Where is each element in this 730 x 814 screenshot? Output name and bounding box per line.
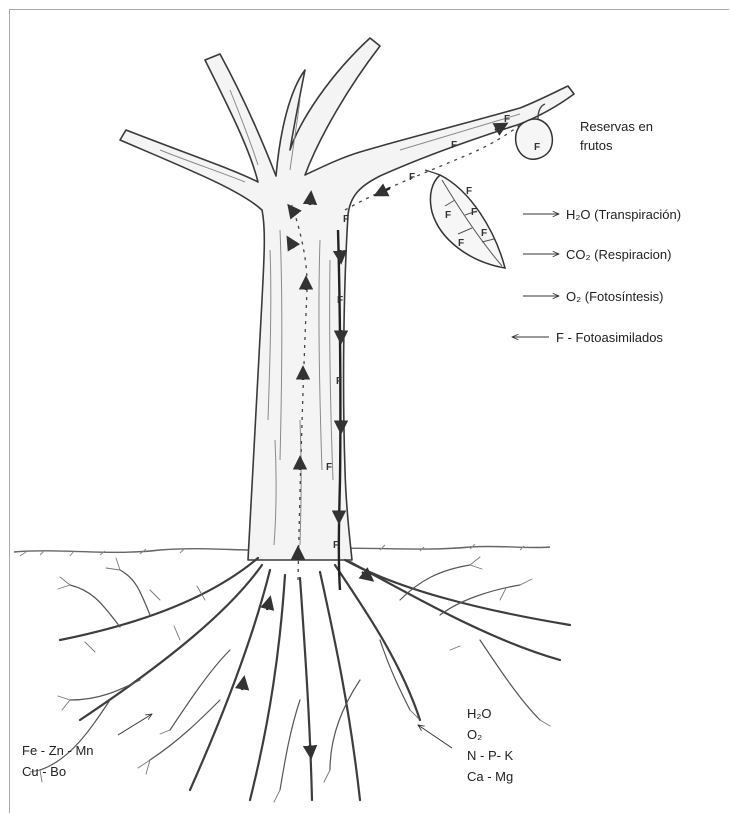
flow-marker: F — [458, 238, 464, 249]
micronutrients-line1: Fe - Zn - Mn — [22, 743, 94, 758]
macronutrient-arrow — [418, 725, 452, 748]
flow-marker: F — [534, 142, 540, 153]
flow-marker: F — [336, 376, 342, 387]
leaf-stem — [425, 170, 440, 175]
micronutrients-line2: Cu - Bo — [22, 764, 66, 779]
flow-marker: F — [451, 140, 457, 151]
macronutrients-o2: O₂ — [467, 727, 482, 742]
macronutrients-npk: N - P- K — [467, 748, 514, 763]
flow-marker: F — [333, 540, 339, 551]
macronutrients-h2o: H₂O — [467, 706, 492, 721]
macronutrients-camg: Ca - Mg — [467, 769, 513, 784]
flow-marker: F — [466, 186, 472, 197]
flow-marker: F — [326, 462, 332, 473]
legend-o2-fotosintesis: O₂ (Fotosíntesis) — [566, 289, 664, 304]
fruit-reserves-label-line1: Reservas en — [580, 119, 653, 134]
legend-h2o-transpiracion: H₂O (Transpiración) — [566, 207, 681, 222]
micronutrient-arrow — [118, 714, 152, 735]
root-system — [30, 557, 570, 802]
legend: H₂O (Transpiración) CO₂ (Respiracion) O₂… — [512, 207, 681, 345]
flow-marker: F — [504, 114, 510, 125]
legend-co2-respiracion: CO₂ (Respiracion) — [566, 247, 671, 262]
fruit-reserves-label-line2: frutos — [580, 138, 613, 153]
flow-marker: F — [409, 172, 415, 183]
fruit — [516, 119, 553, 159]
legend-f-fotoasimilados: F - Fotoasimilados — [556, 330, 663, 345]
flow-marker: F — [471, 207, 477, 218]
flow-marker: F — [481, 228, 487, 239]
flow-marker: F — [337, 295, 343, 306]
flow-marker: F — [343, 214, 349, 225]
flow-marker: F — [445, 210, 451, 221]
